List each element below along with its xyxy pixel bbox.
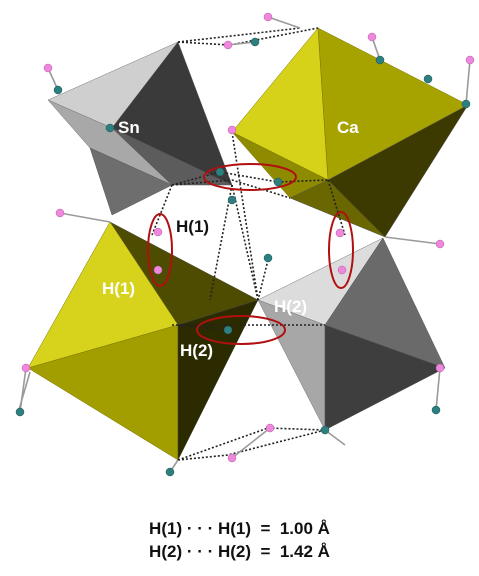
sn-octahedron-upper-left: [47, 41, 233, 216]
hydrogen-atom: [227, 125, 237, 135]
oxygen-atom: [461, 99, 471, 109]
hydrogen-atom: [335, 228, 345, 238]
label-h1-left: H(1): [102, 279, 135, 298]
oxygen-atom: [223, 325, 233, 335]
oxygen-atom: [423, 74, 433, 84]
hydrogen-atom: [223, 40, 233, 50]
hydrogen-atom: [265, 423, 275, 433]
hydrogen-atom: [153, 265, 163, 275]
oxygen-atom: [227, 195, 237, 205]
ellipse-top-hbond: [203, 163, 297, 191]
label-ca: Ca: [337, 118, 359, 137]
oxygen-atom: [320, 425, 330, 435]
oxygen-atoms: [15, 37, 471, 477]
oxygen-atom: [165, 467, 175, 477]
oxygen-atom: [215, 167, 225, 177]
caption-line-2: H(2) · · · H(2) = 1.42 Å: [149, 542, 330, 561]
hydrogen-atom: [435, 239, 445, 249]
highlight-ellipses: [147, 163, 354, 345]
oxygen-atom: [263, 253, 273, 263]
oxygen-atom: [375, 55, 385, 65]
label-sn: Sn: [118, 118, 140, 137]
oxygen-atom: [15, 407, 25, 417]
oxygen-atom: [53, 85, 63, 95]
oxygen-atom: [250, 37, 260, 47]
ellipse-right-hbond: [328, 211, 354, 289]
hydrogen-atom: [435, 363, 445, 373]
ellipse-left-hbond: [147, 213, 173, 287]
hydrogen-atom: [55, 208, 65, 218]
hydrogen-atom: [43, 63, 53, 73]
ellipse-bottom-hbond: [196, 315, 286, 345]
hydrogen-atom: [227, 453, 237, 463]
hydrogen-atom: [465, 55, 475, 65]
hydrogen-atom: [367, 32, 377, 42]
ca-octahedron-upper-right: [231, 27, 469, 238]
hydrogen-atom: [337, 265, 347, 275]
hydrogen-atom: [263, 12, 273, 22]
oxygen-atom: [273, 177, 283, 187]
sn-octahedron-lower-right: [257, 237, 446, 431]
hydrogen-atom: [21, 363, 31, 373]
label-h1-top: H(1): [176, 217, 209, 236]
label-h2-right: H(2): [274, 297, 307, 316]
hydrogen-atom: [153, 227, 163, 237]
hydrogen-atoms: [21, 12, 475, 463]
caption-line-1: H(1) · · · H(1) = 1.00 Å: [149, 519, 330, 538]
oxygen-atom: [105, 123, 115, 133]
ca-octahedron-lower-left: [27, 221, 259, 461]
oxygen-atom: [431, 405, 441, 415]
label-h2-bottom: H(2): [180, 341, 213, 360]
